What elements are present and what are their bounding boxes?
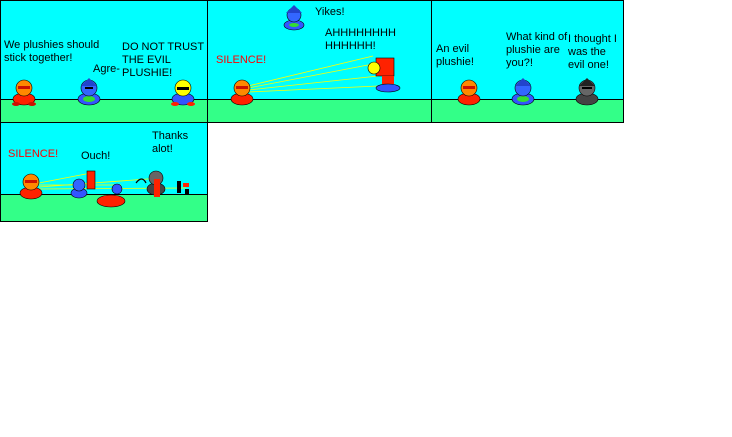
speech-text: Agre- <box>93 63 120 75</box>
speech-text: An evil plushie! <box>436 43 474 68</box>
speech-text: Thanks alot! <box>152 130 189 155</box>
hit-plushie <box>367 57 401 93</box>
red-plushie <box>19 173 43 200</box>
dark-plushie <box>575 78 599 106</box>
blue-plushie <box>77 78 101 106</box>
ground <box>1 99 207 122</box>
speech-text: SILENCE! <box>8 148 59 160</box>
speech-text: What kind of plushie are you?! <box>506 31 568 69</box>
speech-text: DO NOT TRUST THE EVIL PLUSHIE! <box>122 41 205 79</box>
red-plushie <box>12 79 36 106</box>
laser-beams <box>247 55 379 93</box>
blue-plushie <box>511 78 535 106</box>
panel-2-art <box>230 5 401 106</box>
panel-3-art <box>457 78 599 106</box>
speech-text: SILENCE! <box>216 54 267 66</box>
flying-plushie <box>283 5 305 31</box>
speech-text: Yikes! <box>315 6 345 18</box>
speech-text: We plushies should stick together! <box>4 39 100 64</box>
panel-1-art <box>12 78 195 106</box>
speech-text: AHHHHHHHH HHHHHH! <box>325 27 396 52</box>
panel-4-art <box>19 170 189 208</box>
red-plushie <box>457 79 481 106</box>
dark-plushie <box>135 170 166 197</box>
speech-text: Ouch! <box>81 150 111 162</box>
ground <box>208 99 431 122</box>
comic-panel-3: An evil plushie! What kind of plushie ar… <box>431 0 624 123</box>
broken-pieces <box>177 181 189 195</box>
blue-plushie <box>70 178 88 199</box>
smashed-plushie <box>86 170 126 208</box>
yellow-plushie <box>171 79 195 106</box>
speech-text: I thought I was the evil one! <box>568 33 617 71</box>
comic-panel-1: We plushies should stick together! Agre-… <box>0 0 208 123</box>
comic-panel-4: SILENCE! Ouch! Thanks alot! <box>0 122 208 222</box>
comic-panel-2: Yikes! AHHHHHHHH HHHHHH! SILENCE! <box>207 0 432 123</box>
red-plushie <box>230 79 254 106</box>
